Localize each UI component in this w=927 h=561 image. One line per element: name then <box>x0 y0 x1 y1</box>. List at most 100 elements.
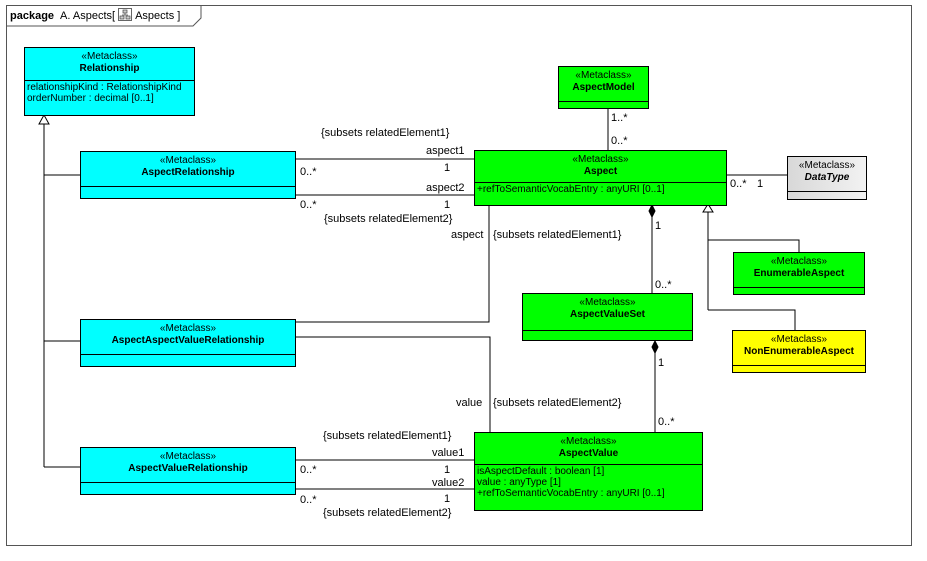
class-name: AspectValueRelationship <box>128 463 248 474</box>
class-header: «Metaclass» NonEnumerableAspect <box>733 331 865 358</box>
class-header: «Metaclass» AspectAspectValueRelationshi… <box>81 320 295 347</box>
multiplicity-label: 0..* <box>611 135 628 147</box>
multiplicity-label: 1 <box>655 220 662 232</box>
attribute-compartment <box>733 365 865 366</box>
attribute-compartment: isAspectDefault : boolean [1] value : an… <box>475 464 702 500</box>
constraint-label: {subsets relatedElement2} <box>493 397 622 409</box>
class-header: «Metaclass» EnumerableAspect <box>734 253 864 280</box>
class-header: «Metaclass» AspectValueRelationship <box>81 448 295 475</box>
diagram-icon <box>118 8 133 24</box>
package-tab-border <box>7 6 202 27</box>
constraint-label: {subsets relatedElement2} <box>324 213 453 225</box>
attribute: orderNumber : decimal [0..1] <box>27 93 154 104</box>
class-name: AspectRelationship <box>141 167 235 178</box>
package-keyword: package <box>10 10 55 22</box>
stereotype-label: «Metaclass» <box>81 51 138 62</box>
class-aspect-relationship[interactable]: «Metaclass» AspectRelationship <box>80 151 296 199</box>
role-label: aspect2 <box>426 182 465 194</box>
attribute-compartment <box>81 482 295 483</box>
multiplicity-label: 0..* <box>300 199 317 211</box>
package-tab[interactable]: package A. Aspects [ Aspects ] <box>7 6 188 26</box>
multiplicity-label: 1 <box>444 493 451 505</box>
class-aspect[interactable]: «Metaclass» Aspect +refToSemanticVocabEn… <box>474 150 727 206</box>
multiplicity-label: 1 <box>757 178 764 190</box>
class-data-type[interactable]: «Metaclass» DataType <box>787 156 867 200</box>
stereotype-label: «Metaclass» <box>798 160 856 171</box>
multiplicity-label: 1 <box>658 357 665 369</box>
role-label: value1 <box>432 447 465 459</box>
stereotype-label: «Metaclass» <box>159 155 217 166</box>
attribute-compartment <box>559 101 648 102</box>
association-value-role[interactable] <box>296 336 491 432</box>
stereotype-label: «Metaclass» <box>572 154 629 165</box>
class-name: EnumerableAspect <box>753 268 845 279</box>
stereotype-label: «Metaclass» <box>579 297 636 308</box>
stereotype-label: «Metaclass» <box>770 256 828 267</box>
attribute-compartment <box>788 191 866 192</box>
role-label: value <box>456 397 483 409</box>
generalization-enumerable-aspect[interactable] <box>708 239 800 252</box>
attribute-compartment <box>81 186 295 187</box>
class-relationship[interactable]: «Metaclass» Relationship relationshipKin… <box>24 47 195 116</box>
stereotype-label: «Metaclass» <box>575 70 632 81</box>
class-name: Aspect <box>583 166 618 177</box>
role-label: aspect1 <box>426 145 465 157</box>
attribute: +refToSemanticVocabEntry : anyURI [0..1] <box>477 184 665 195</box>
class-aspect-model[interactable]: «Metaclass» AspectModel <box>558 66 649 109</box>
attribute: +refToSemanticVocabEntry : anyURI [0..1] <box>477 488 665 499</box>
class-header: «Metaclass» AspectValueSet <box>523 294 692 321</box>
class-header: «Metaclass» AspectRelationship <box>81 152 295 179</box>
attribute-compartment: relationshipKind : RelationshipKind orde… <box>25 80 194 105</box>
attribute-compartment <box>523 330 692 331</box>
composition-diamond-aspect <box>648 203 656 219</box>
attribute-compartment: +refToSemanticVocabEntry : anyURI [0..1] <box>475 182 726 196</box>
class-non-enumerable-aspect[interactable]: «Metaclass» NonEnumerableAspect <box>732 330 866 373</box>
attribute: relationshipKind : RelationshipKind <box>27 82 182 93</box>
class-name: AspectValue <box>558 448 619 459</box>
multiplicity-label: 1 <box>444 464 451 476</box>
multiplicity-label: 0..* <box>655 279 672 291</box>
stereotype-label: «Metaclass» <box>159 451 217 462</box>
diagram-name: Aspects ] <box>135 10 181 22</box>
stereotype-label: «Metaclass» <box>770 334 828 345</box>
class-aspect-value-set[interactable]: «Metaclass» AspectValueSet <box>522 293 693 341</box>
class-relationship-header: «Metaclass» Relationship <box>25 48 194 75</box>
composition-diamond-value-set <box>651 339 659 355</box>
class-name: AspectModel <box>572 82 635 93</box>
attribute: value : anyType [1] <box>477 477 561 488</box>
class-aspect-aspect-value-relationship[interactable]: «Metaclass» AspectAspectValueRelationshi… <box>80 319 296 367</box>
class-name: AspectAspectValueRelationship <box>111 335 265 346</box>
class-header: «Metaclass» DataType <box>788 157 866 184</box>
constraint-label: {subsets relatedElement1} <box>493 229 622 241</box>
class-name: DataType <box>804 172 850 183</box>
class-enumerable-aspect[interactable]: «Metaclass» EnumerableAspect <box>733 252 865 295</box>
generalization-subaspects-arrowhead <box>702 203 714 213</box>
multiplicity-label: 0..* <box>300 166 317 178</box>
class-header: «Metaclass» AspectModel <box>559 67 648 94</box>
multiplicity-label: 0..* <box>730 178 747 190</box>
multiplicity-label: 0..* <box>300 494 317 506</box>
constraint-label: {subsets relatedElement1} <box>323 430 452 442</box>
role-label: aspect <box>451 229 484 241</box>
multiplicity-label: 0..* <box>658 416 675 428</box>
association-aspect-role[interactable] <box>296 206 490 323</box>
class-header: «Metaclass» AspectValue <box>475 433 702 460</box>
open-bracket: [ <box>112 10 116 22</box>
attribute-compartment <box>734 287 864 288</box>
stereotype-label: «Metaclass» <box>159 323 217 334</box>
class-aspect-value[interactable]: «Metaclass» AspectValue isAspectDefault … <box>474 432 703 511</box>
class-aspect-value-relationship[interactable]: «Metaclass» AspectValueRelationship <box>80 447 296 495</box>
multiplicity-label: 1 <box>444 199 451 211</box>
class-name: NonEnumerableAspect <box>743 346 855 357</box>
generalization-non-enumerable-aspect[interactable] <box>708 309 796 330</box>
multiplicity-label: 1 <box>444 162 451 174</box>
class-name: AspectValueSet <box>569 309 646 320</box>
constraint-label: {subsets relatedElement1} <box>321 127 450 139</box>
attribute: isAspectDefault : boolean [1] <box>477 466 605 477</box>
multiplicity-label: 0..* <box>300 464 317 476</box>
class-header: «Metaclass» Aspect <box>475 151 726 178</box>
package-title: A. Aspects <box>60 10 113 22</box>
attribute-compartment <box>81 354 295 355</box>
class-name: Relationship <box>79 63 140 74</box>
